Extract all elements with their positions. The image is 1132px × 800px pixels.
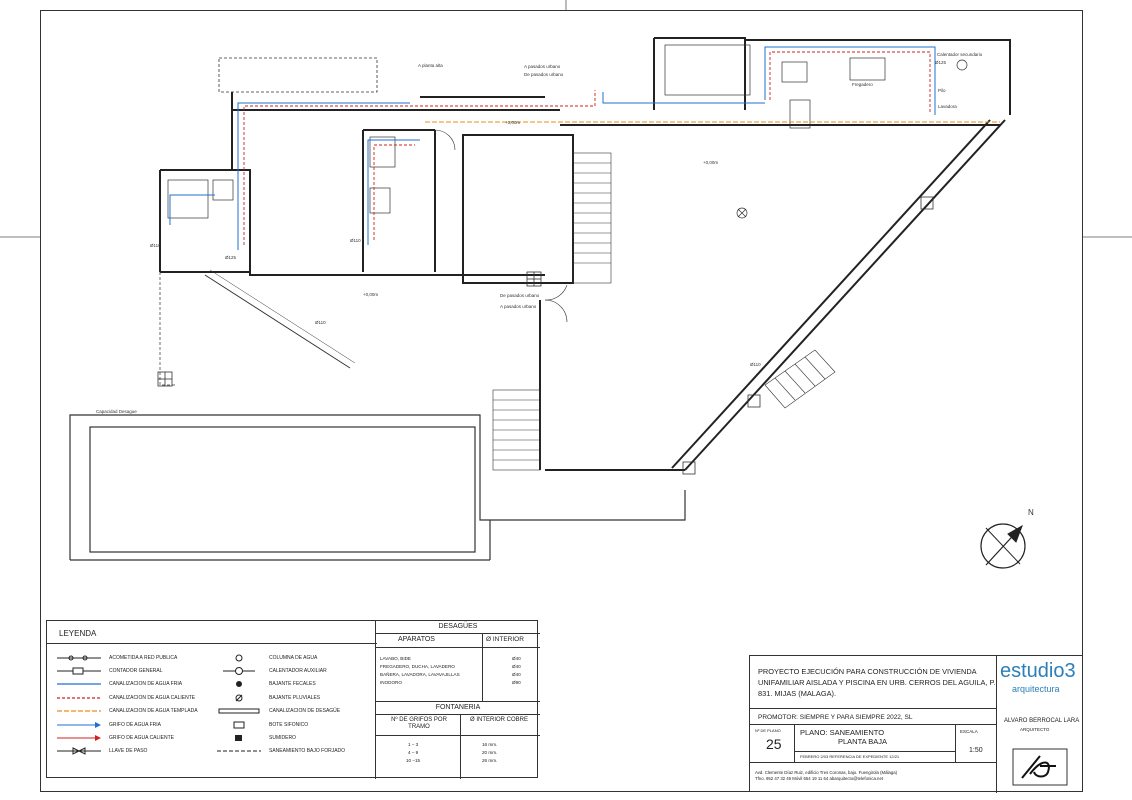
legend-item: GRIFO DE AGUA CALIENTE [55, 731, 245, 744]
title-block: PROYECTO EJECUCIÓN PARA CONSTRUCCIÓN DE … [749, 655, 1083, 793]
desague-diam: Ø40 [512, 664, 521, 669]
legend-item: BAJANTE FECALES [215, 678, 375, 691]
cold-tap-icon [55, 721, 103, 729]
legend-item: SANEAMIENTO BAJO FORJADO [215, 745, 375, 758]
legend-column-1: ACOMETIDA A RED PUBLICA CONTADOR GENERAL… [55, 651, 245, 758]
plano-number: 25 [766, 736, 782, 752]
fontaneria-grifos: 1 – 3 [408, 742, 419, 747]
legend-column-2: COLUMNA DE AGUA CALENTADOR AUXILIAR BAJA… [215, 651, 375, 758]
studio-logo-sub: arquitectura [1012, 684, 1060, 694]
col-diametro: Ø INTERIOR [486, 636, 524, 643]
fontaneria-grifos: 4 – 9 [408, 750, 419, 755]
legend-title: LEYENDA [59, 629, 97, 638]
date-reference: FEBRERO 2/03 REFERENCIA DE EXPEDIENTE 12… [800, 754, 900, 759]
legend-item: CANALIZACION DE AGUA CALIENTE [55, 691, 245, 704]
fecal-drain-icon [215, 680, 263, 688]
legend-item: ACOMETIDA A RED PUBLICA [55, 651, 245, 664]
studio-address: Avd. Clemente Díaz Ruiz, edificio Tres C… [755, 770, 898, 781]
label-fregadero: Fregadero [852, 82, 873, 87]
legend-item: CANALIZACION DE DESAGÜE [215, 705, 375, 718]
desague-row: BAÑERA, LAVADORA, LAVAVAJILLAS [380, 672, 460, 677]
mark-8: +0,00m [505, 120, 521, 125]
cold-line-icon [55, 680, 103, 688]
fontaneria-cobre: 16 mm. [482, 742, 498, 747]
promotor: PROMOTOR: SIEMPRE Y PARA SIEMPRE 2022, S… [758, 714, 913, 721]
fontaneria-cobre: 20 mm. [482, 750, 498, 755]
fontaneria-title: FONTANERIA [435, 704, 481, 711]
hot-tap-icon [55, 734, 103, 742]
plano-name: PLANTA BAJA [838, 737, 888, 746]
label-planta-alta: A planta alta [418, 63, 443, 68]
signature-icon [1012, 748, 1068, 786]
mark-6: Ø110 [750, 362, 761, 367]
project-description: PROYECTO EJECUCIÓN PARA CONSTRUCCIÓN DE … [758, 667, 996, 698]
escala-label: ESCALA [960, 729, 978, 734]
architect-name: ALVARO BERROCAL LARA [1004, 718, 1080, 724]
under-floor-icon [215, 747, 263, 755]
label-calentador: Calentador secundario [937, 52, 983, 57]
col-cobre: Ø INTERIOR COBRE [469, 717, 528, 723]
drawing-sheet-border [40, 10, 1083, 792]
legend-item: BOTE SIFONICO [215, 718, 375, 731]
legend-item: BAJANTE PLUVIALES [215, 691, 375, 704]
water-column-icon [215, 654, 263, 662]
siphon-icon [215, 721, 263, 729]
escala-value: 1:50 [969, 747, 983, 754]
legend-box: LEYENDA ACOMETIDA A RED PUBLICA CONTADOR… [46, 620, 540, 779]
label-pasados-a-2: A pasados urbano [500, 304, 537, 309]
legend-item: CALENTADOR AUXILIAR [215, 664, 375, 677]
studio-logo: estudio3 [1000, 660, 1076, 682]
hot-line-icon [55, 694, 103, 702]
legend-item: CANALIZACION DE AGUA TEMPLADA [55, 705, 245, 718]
desague-row: FREGADERO, DUCHA, LAVADERO [380, 664, 455, 669]
contador-icon [55, 667, 103, 675]
mark-9: +0,00m [703, 160, 719, 165]
desagues-title: DESAGÜES [438, 623, 478, 630]
tempered-line-icon [55, 707, 103, 715]
sump-icon [215, 734, 263, 742]
label-pasados-de: De pasados urbano [524, 72, 564, 77]
mark-4: Ø110 [315, 320, 326, 325]
north-label: N [1028, 508, 1034, 517]
label-lavadora: Lavadora [938, 104, 957, 109]
rain-drain-icon [215, 694, 263, 702]
desague-diam: Ø40 [512, 656, 521, 661]
legend-item: LLAVE DE PASO [55, 745, 245, 758]
plano-title: PLANO: SANEAMIENTO PLANTA BAJA [800, 728, 887, 746]
mark-7: +0,00m [363, 292, 379, 297]
col-grifos: Nº DE GRIFOS POR TRAMO [391, 717, 447, 730]
fontaneria-cobre: 26 mm. [482, 758, 498, 763]
label-pilo: Pilo [938, 88, 946, 93]
desague-row: INODORO [380, 680, 402, 685]
legend-item: SUMIDERO [215, 731, 375, 744]
plano-label: PLANO: SANEAMIENTO [800, 728, 885, 737]
desague-diam: Ø40 [512, 672, 521, 677]
valve-icon [55, 747, 103, 756]
fontaneria-grifos: 10 –15 [406, 758, 421, 763]
drain-pipe-icon [215, 707, 263, 715]
label-capacidad: Capacidad Desague [96, 409, 137, 414]
legend-item: GRIFO DE AGUA FRIA [55, 718, 245, 731]
mark-2: Ø125 [225, 255, 237, 260]
label-pasados-a: A pasados urbano [524, 64, 561, 69]
heater-icon [215, 667, 263, 676]
mark-3: Ø110 [350, 238, 361, 243]
desague-diam: Ø90 [512, 680, 521, 685]
legend-item: CANALIZACION DE AGUA FRIA [55, 678, 245, 691]
label-pasados-de-2: De pasados urbano [500, 293, 540, 298]
desagues-table: DESAGÜES APARATOS Ø INTERIOR LAVABO, BID… [375, 621, 540, 779]
mark-1: Ø110 [150, 243, 161, 248]
acometida-icon [55, 654, 103, 662]
plano-number-label: Nº DE PLANO [755, 728, 781, 733]
col-aparatos: APARATOS [398, 636, 435, 643]
architect-role: ARQUITECTO [1020, 727, 1050, 732]
legend-item: CONTADOR GENERAL [55, 664, 245, 677]
desague-row: LAVABO, BIDE [380, 656, 411, 661]
legend-item: COLUMNA DE AGUA [215, 651, 375, 664]
mark-5: Ø125 [935, 60, 947, 65]
